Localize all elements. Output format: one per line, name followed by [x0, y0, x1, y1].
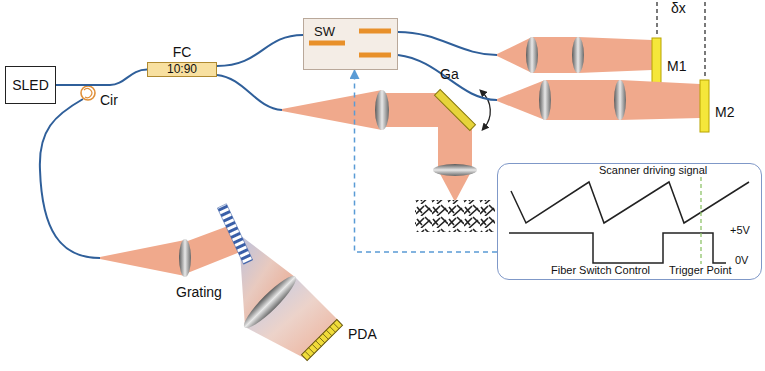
component-label: Cir [100, 92, 118, 108]
mirror-label: M2 [715, 104, 734, 120]
component-label: PDA [348, 326, 377, 342]
signal-name: Scanner driving signal [598, 164, 708, 177]
signal-name: Fiber Switch Control [550, 264, 651, 277]
device-name: SLED [12, 77, 49, 93]
split-ratio: 10:90 [167, 63, 197, 76]
fiber-link [56, 70, 147, 86]
switch-box: SW [303, 18, 398, 70]
dimension-label: δx [671, 0, 686, 16]
switch-name: SW [314, 24, 335, 39]
fiber-link [217, 35, 303, 66]
source-box: SLED [5, 66, 56, 104]
coupler-name: FC [173, 44, 192, 60]
component-label: Grating [176, 284, 222, 300]
timing-waveforms [498, 164, 760, 278]
voltage-level: +5V [729, 224, 751, 237]
voltage-level: 0V [734, 254, 749, 267]
component-label: Ga [440, 66, 459, 82]
coupler-box: FC10:90 [147, 62, 217, 77]
trigger-label: Trigger Point [668, 264, 733, 277]
control-line [355, 70, 498, 252]
timing-panel: Scanner driving signal +5V 0V Fiber Switch … [497, 163, 762, 280]
mirror-label: M1 [667, 58, 686, 74]
